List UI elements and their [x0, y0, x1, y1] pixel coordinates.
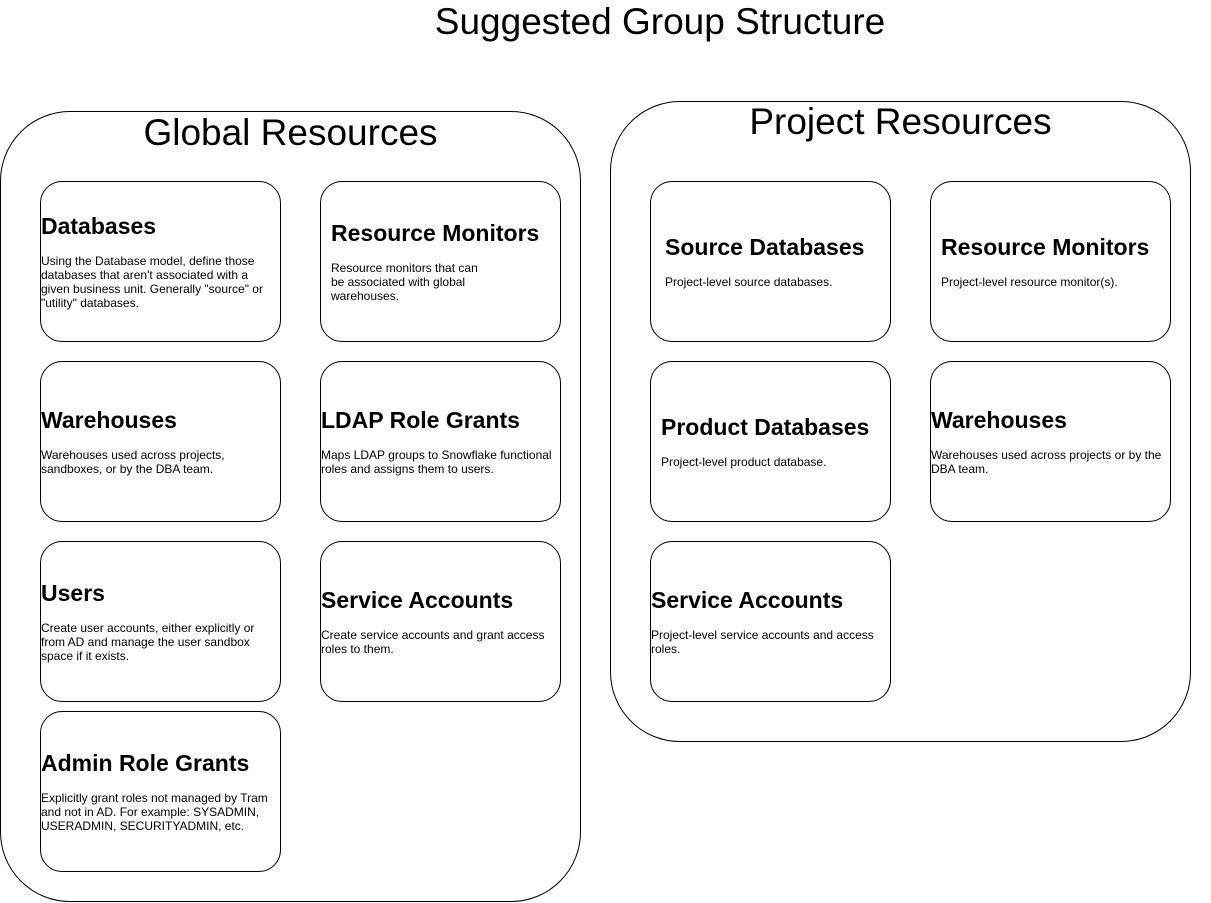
- card-heading: LDAP Role Grants: [321, 407, 520, 433]
- card-heading: Source Databases: [665, 234, 865, 260]
- card-project-source-databases: Source Databases Project-level source da…: [650, 181, 891, 342]
- card-description: Warehouses used across projects or by th…: [931, 448, 1162, 476]
- card-global-resource-monitors: Resource Monitors Resource monitors that…: [320, 181, 561, 342]
- card-global-ldap-role-grants: LDAP Role Grants Maps LDAP groups to Sno…: [320, 361, 561, 522]
- card-heading: Users: [41, 580, 105, 606]
- card-project-warehouses: Warehouses Warehouses used across projec…: [930, 361, 1171, 522]
- card-description: Project-level resource monitor(s).: [941, 275, 1118, 289]
- page-title: Suggested Group Structure: [434, 1, 886, 42]
- card-project-service-accounts: Service Accounts Project-level service a…: [650, 541, 891, 702]
- card-description: Maps LDAP groups to Snowflake functional…: [321, 448, 552, 476]
- card-global-warehouses: Warehouses Warehouses used across projec…: [40, 361, 281, 522]
- card-heading: Resource Monitors: [331, 220, 540, 246]
- card-description: Project-level product database.: [661, 455, 827, 469]
- card-global-users: Users Create user accounts, either expli…: [40, 541, 281, 702]
- card-heading: Admin Role Grants: [41, 750, 250, 776]
- card-heading: Warehouses: [41, 407, 177, 433]
- card-global-service-accounts: Service Accounts Create service accounts…: [320, 541, 561, 702]
- card-description: Create user accounts, either explicitly …: [41, 621, 255, 663]
- card-heading: Warehouses: [931, 407, 1067, 433]
- card-global-admin-role-grants: Admin Role Grants Explicitly grant roles…: [40, 711, 281, 872]
- card-heading: Service Accounts: [321, 587, 514, 613]
- project-resources-title: Project Resources: [749, 101, 1052, 142]
- global-resources-title: Global Resources: [143, 112, 438, 153]
- card-description: Project-level source databases.: [665, 275, 833, 289]
- card-heading: Product Databases: [661, 414, 870, 440]
- card-project-product-databases: Product Databases Project-level product …: [650, 361, 891, 522]
- card-description: Project-level service accounts and acces…: [651, 628, 874, 656]
- card-global-databases: Databases Using the Database model, defi…: [40, 181, 281, 342]
- card-description: Using the Database model, define those d…: [41, 254, 263, 310]
- card-description: Warehouses used across projects, sandbox…: [41, 448, 225, 476]
- card-description: Resource monitors that can be associated…: [331, 261, 478, 303]
- card-heading: Databases: [41, 213, 157, 239]
- card-description: Explicitly grant roles not managed by Tr…: [41, 791, 268, 833]
- card-description: Create service accounts and grant access…: [321, 628, 545, 656]
- card-heading: Resource Monitors: [941, 234, 1150, 260]
- card-heading: Service Accounts: [651, 587, 844, 613]
- card-project-resource-monitors: Resource Monitors Project-level resource…: [930, 181, 1171, 342]
